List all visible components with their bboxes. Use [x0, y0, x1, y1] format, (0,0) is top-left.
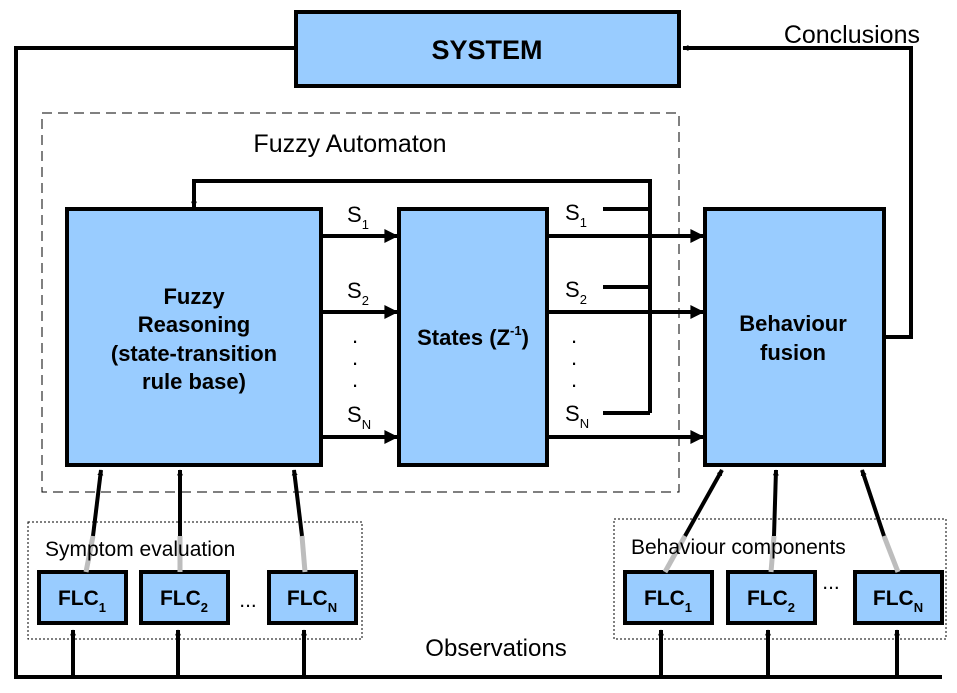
- observations-label: Observations: [425, 635, 566, 662]
- vdot-left-1: .: [352, 323, 358, 348]
- flc1-to-fusion-arrow: [683, 469, 724, 537]
- flc-label-symptom-1: FLC1: [58, 587, 106, 615]
- behaviour-fusion-box: [703, 207, 886, 467]
- flc2-to-fusion-arrow: [772, 469, 779, 537]
- vdot-left-3: .: [352, 367, 358, 392]
- flc-ellipsis-behaviour: ...: [822, 571, 840, 594]
- flc-ellipsis-symptom: ...: [239, 589, 257, 612]
- flc-box-behaviour-n: [853, 570, 944, 625]
- reasoning-line-4: rule base): [142, 369, 246, 394]
- flc-label-behaviour-1: FLC1: [644, 587, 692, 615]
- flc-label-symptom-n: FLCN: [287, 587, 337, 615]
- flc-box-behaviour-1: [623, 570, 714, 625]
- signal-label-s1-left: S1: [347, 202, 369, 232]
- system-box: [294, 10, 681, 88]
- states-label: States (Z-1): [417, 323, 529, 350]
- flc-label-behaviour-2: FLC2: [747, 587, 795, 615]
- signal-label-sn-right: SN: [565, 401, 589, 431]
- flc-box-symptom-1: [37, 570, 128, 625]
- flc-box-symptom-n: [267, 570, 358, 625]
- behaviour-components-group: [613, 518, 947, 640]
- fusion-line-2: fusion: [760, 340, 826, 365]
- behaviour-components-label: Behaviour components: [631, 536, 846, 559]
- flc-label-behaviour-n: FLCN: [873, 587, 923, 615]
- reasoning-line-3: (state-transition: [111, 341, 277, 366]
- flcn-to-fusion-arrow: [860, 469, 886, 537]
- reasoning-line-2: Reasoning: [138, 312, 250, 337]
- flc1-to-reasoning-arrow: [91, 469, 104, 537]
- conclusions-label: Conclusions: [784, 21, 920, 49]
- flc-box-symptom-2: [139, 570, 230, 625]
- signal-label-s1-right: S1: [565, 200, 587, 230]
- fuzzy-automaton-boundary: [41, 112, 680, 493]
- signal-label-s2-right: S2: [565, 277, 587, 307]
- conclusions-arrow: [682, 45, 913, 339]
- vdot-right-1: .: [571, 323, 577, 348]
- flc-box-behaviour-2: [726, 570, 817, 625]
- vdot-left-2: .: [352, 345, 358, 370]
- fusion-line-1: Behaviour: [739, 311, 847, 336]
- symptom-evaluation-label: Symptom evaluation: [45, 538, 235, 561]
- vdot-right-2: .: [571, 345, 577, 370]
- system-label: SYSTEM: [431, 35, 542, 65]
- symptom-evaluation-group: [27, 521, 363, 640]
- state-feedback-arrow: [191, 179, 652, 413]
- flc-label-symptom-2: FLC2: [160, 587, 208, 615]
- signal-label-s2-left: S2: [347, 278, 369, 308]
- vdot-right-3: .: [571, 367, 577, 392]
- observation-loop-line: [14, 46, 942, 679]
- fuzzy-automaton-label: Fuzzy Automaton: [253, 130, 446, 158]
- flcn-to-reasoning-arrow: [291, 469, 304, 537]
- states-box: [397, 207, 549, 467]
- fuzzy-reasoning-box: [65, 207, 323, 467]
- signal-label-sn-left: SN: [347, 402, 371, 432]
- reasoning-line-1: Fuzzy: [163, 284, 225, 309]
